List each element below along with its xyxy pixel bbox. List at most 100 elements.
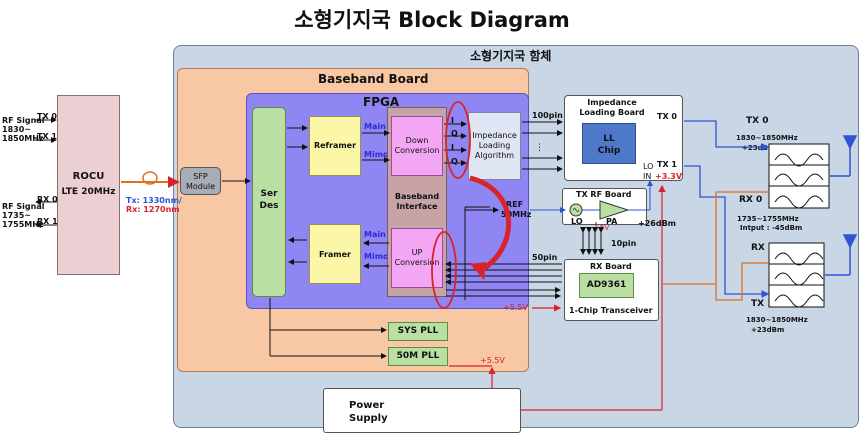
- right-tx1-label: TX 1: [751, 299, 774, 309]
- up-conv-line2: Conversion: [394, 258, 440, 267]
- tx0-spec-line1: 1830~1850MHz: [736, 134, 798, 142]
- imp-board-tx0-label: TX 0: [657, 112, 677, 121]
- imp-board-line1: Impedance: [587, 98, 637, 107]
- fpga-internal-lines: [269, 121, 467, 359]
- power-supply-line2: Supply: [349, 413, 388, 424]
- pll-v55-label: +5.5V: [480, 356, 505, 365]
- transceiver-label: 1-Chip Transceiver: [569, 306, 653, 315]
- rocu-block: [57, 95, 120, 275]
- filter-bank-top: [768, 143, 830, 209]
- serdes-line2: Des: [259, 201, 279, 211]
- imp-board-line2: Loading Board: [579, 108, 645, 117]
- rocu-spec: LTE 20MHz: [61, 187, 116, 197]
- serdes-line1: Ser: [260, 189, 278, 199]
- rf-signal-tx-band1: 1830~: [2, 125, 31, 134]
- down-conv-line2: Conversion: [394, 146, 440, 155]
- rf-signal-tx-band2: 1850MHz: [2, 134, 44, 143]
- framer-mimo-label: Mimo: [364, 252, 389, 261]
- ad9361-label: AD9361: [586, 280, 627, 290]
- iq-label-3: I: [451, 143, 454, 152]
- down-conversion-block: [391, 116, 443, 176]
- rf-output-lines: [684, 120, 770, 298]
- sfp-module: [180, 167, 221, 195]
- tx-rf-board-label: TX RF Board: [576, 190, 632, 199]
- pll50-block: [388, 347, 448, 366]
- left-tx0-label: TX 0: [37, 112, 57, 121]
- imp-alg-line2: Loading: [478, 141, 511, 150]
- svg-text:⋮: ⋮: [535, 143, 544, 153]
- tx1-spec-line1: 1830~1850MHz: [746, 316, 808, 324]
- rf-signal-rx-band2: 1755MHz: [2, 220, 44, 229]
- framer-block: [309, 224, 361, 284]
- sys-pll-label: SYS PLL: [397, 326, 439, 336]
- pa-amplifier: [599, 200, 630, 220]
- left-rx1-label: RX 1: [37, 217, 58, 226]
- tx-pa-label: PA: [606, 217, 618, 226]
- loop-arrow: [469, 175, 512, 275]
- iq-label-2: Q: [451, 129, 458, 138]
- rx0-spec-line1: 1735~1755MHz: [737, 215, 799, 223]
- rf-signal-tx-label: RF Signal: [2, 116, 45, 125]
- rx-input-lines: [662, 191, 768, 301]
- power-lines: [449, 184, 666, 411]
- bus-100pin: [522, 119, 563, 172]
- ad9361-chip: [579, 273, 634, 298]
- reframer-main-label: Main: [364, 122, 386, 131]
- framer-main-label: Main: [364, 230, 386, 239]
- bb-interface-line2: Interface: [396, 202, 438, 211]
- serdes-block: [252, 107, 286, 297]
- left-tx1-label: TX 1: [37, 132, 57, 141]
- rf-signal-rx-label: RF Signal: [2, 202, 45, 211]
- antenna-icon-top: [830, 135, 858, 177]
- lo-in-line2: IN: [643, 172, 652, 181]
- tx1-spec-line2: +23dBm: [751, 326, 785, 334]
- ref-line2: 50MHz: [501, 210, 532, 219]
- imp-board-v33: +3.3V: [655, 172, 683, 181]
- up-conv-line1: UP: [411, 248, 423, 257]
- imp-board-tx1-label: TX 1: [657, 160, 677, 169]
- ll-chip: [582, 123, 636, 164]
- down-conv-line1: Down: [405, 136, 429, 145]
- iq-label-1: I: [451, 116, 454, 125]
- ll-chip-line1: LL: [603, 134, 615, 144]
- bb-interface-line1: Baseband: [394, 192, 440, 201]
- iq-label-4: Q: [451, 157, 458, 166]
- fiber-link: [121, 171, 180, 188]
- right-rx1-label: RX 1: [751, 243, 775, 253]
- right-rx0-label: RX 0: [739, 195, 763, 205]
- pin100-label: 100pin: [532, 111, 563, 120]
- left-rx0-label: RX 0: [37, 195, 58, 204]
- pin10-label: 10pin: [611, 239, 637, 248]
- iq-highlight-top: [445, 101, 471, 179]
- bus-50pin: [445, 206, 562, 300]
- right-tx0-label: TX 0: [746, 116, 769, 126]
- ref-line1: REF: [506, 200, 524, 209]
- fiber-rx-label: Rx: 1270nm: [126, 205, 180, 214]
- tx-26dbm-label: +26dBm: [638, 219, 676, 228]
- rx-board-label: RX Board: [590, 262, 632, 271]
- up-conversion-block: [391, 228, 443, 288]
- bus-10pin: [580, 227, 604, 255]
- enclosure-label: 소형기지국 함체: [470, 49, 552, 63]
- imp-alg-line1: Impedance: [472, 131, 517, 140]
- antenna-icon-bottom: [825, 234, 858, 276]
- iq-highlight-bottom: [431, 231, 457, 309]
- tx0-spec-line2: +23dBm: [742, 144, 776, 152]
- power-supply-line1: Power: [349, 400, 385, 411]
- pll50-label: 50M PLL: [396, 351, 440, 361]
- rx-v55-label: +5.5V: [503, 303, 528, 312]
- framer-label: Framer: [318, 250, 351, 259]
- rocu-name: ROCU: [72, 171, 105, 182]
- reframer-mimo-label: Mimo: [364, 150, 389, 159]
- rx0-spec-line2: Intput : -45dBm: [740, 224, 803, 232]
- lo-in-line1: LO: [643, 162, 654, 171]
- tx-lo-label: LO: [571, 217, 583, 226]
- baseband-board-label: Baseband Board: [318, 72, 429, 86]
- diagram-title: 소형기지국 Block Diagram: [294, 8, 570, 32]
- rf-signal-rx-band1: 1735~: [2, 211, 31, 220]
- ll-chip-line2: Chip: [597, 146, 621, 156]
- sfp-line2: Module: [185, 182, 216, 191]
- fiber-tx-label: Tx: 1330nm/: [126, 196, 182, 205]
- sys-pll-block: [388, 322, 448, 341]
